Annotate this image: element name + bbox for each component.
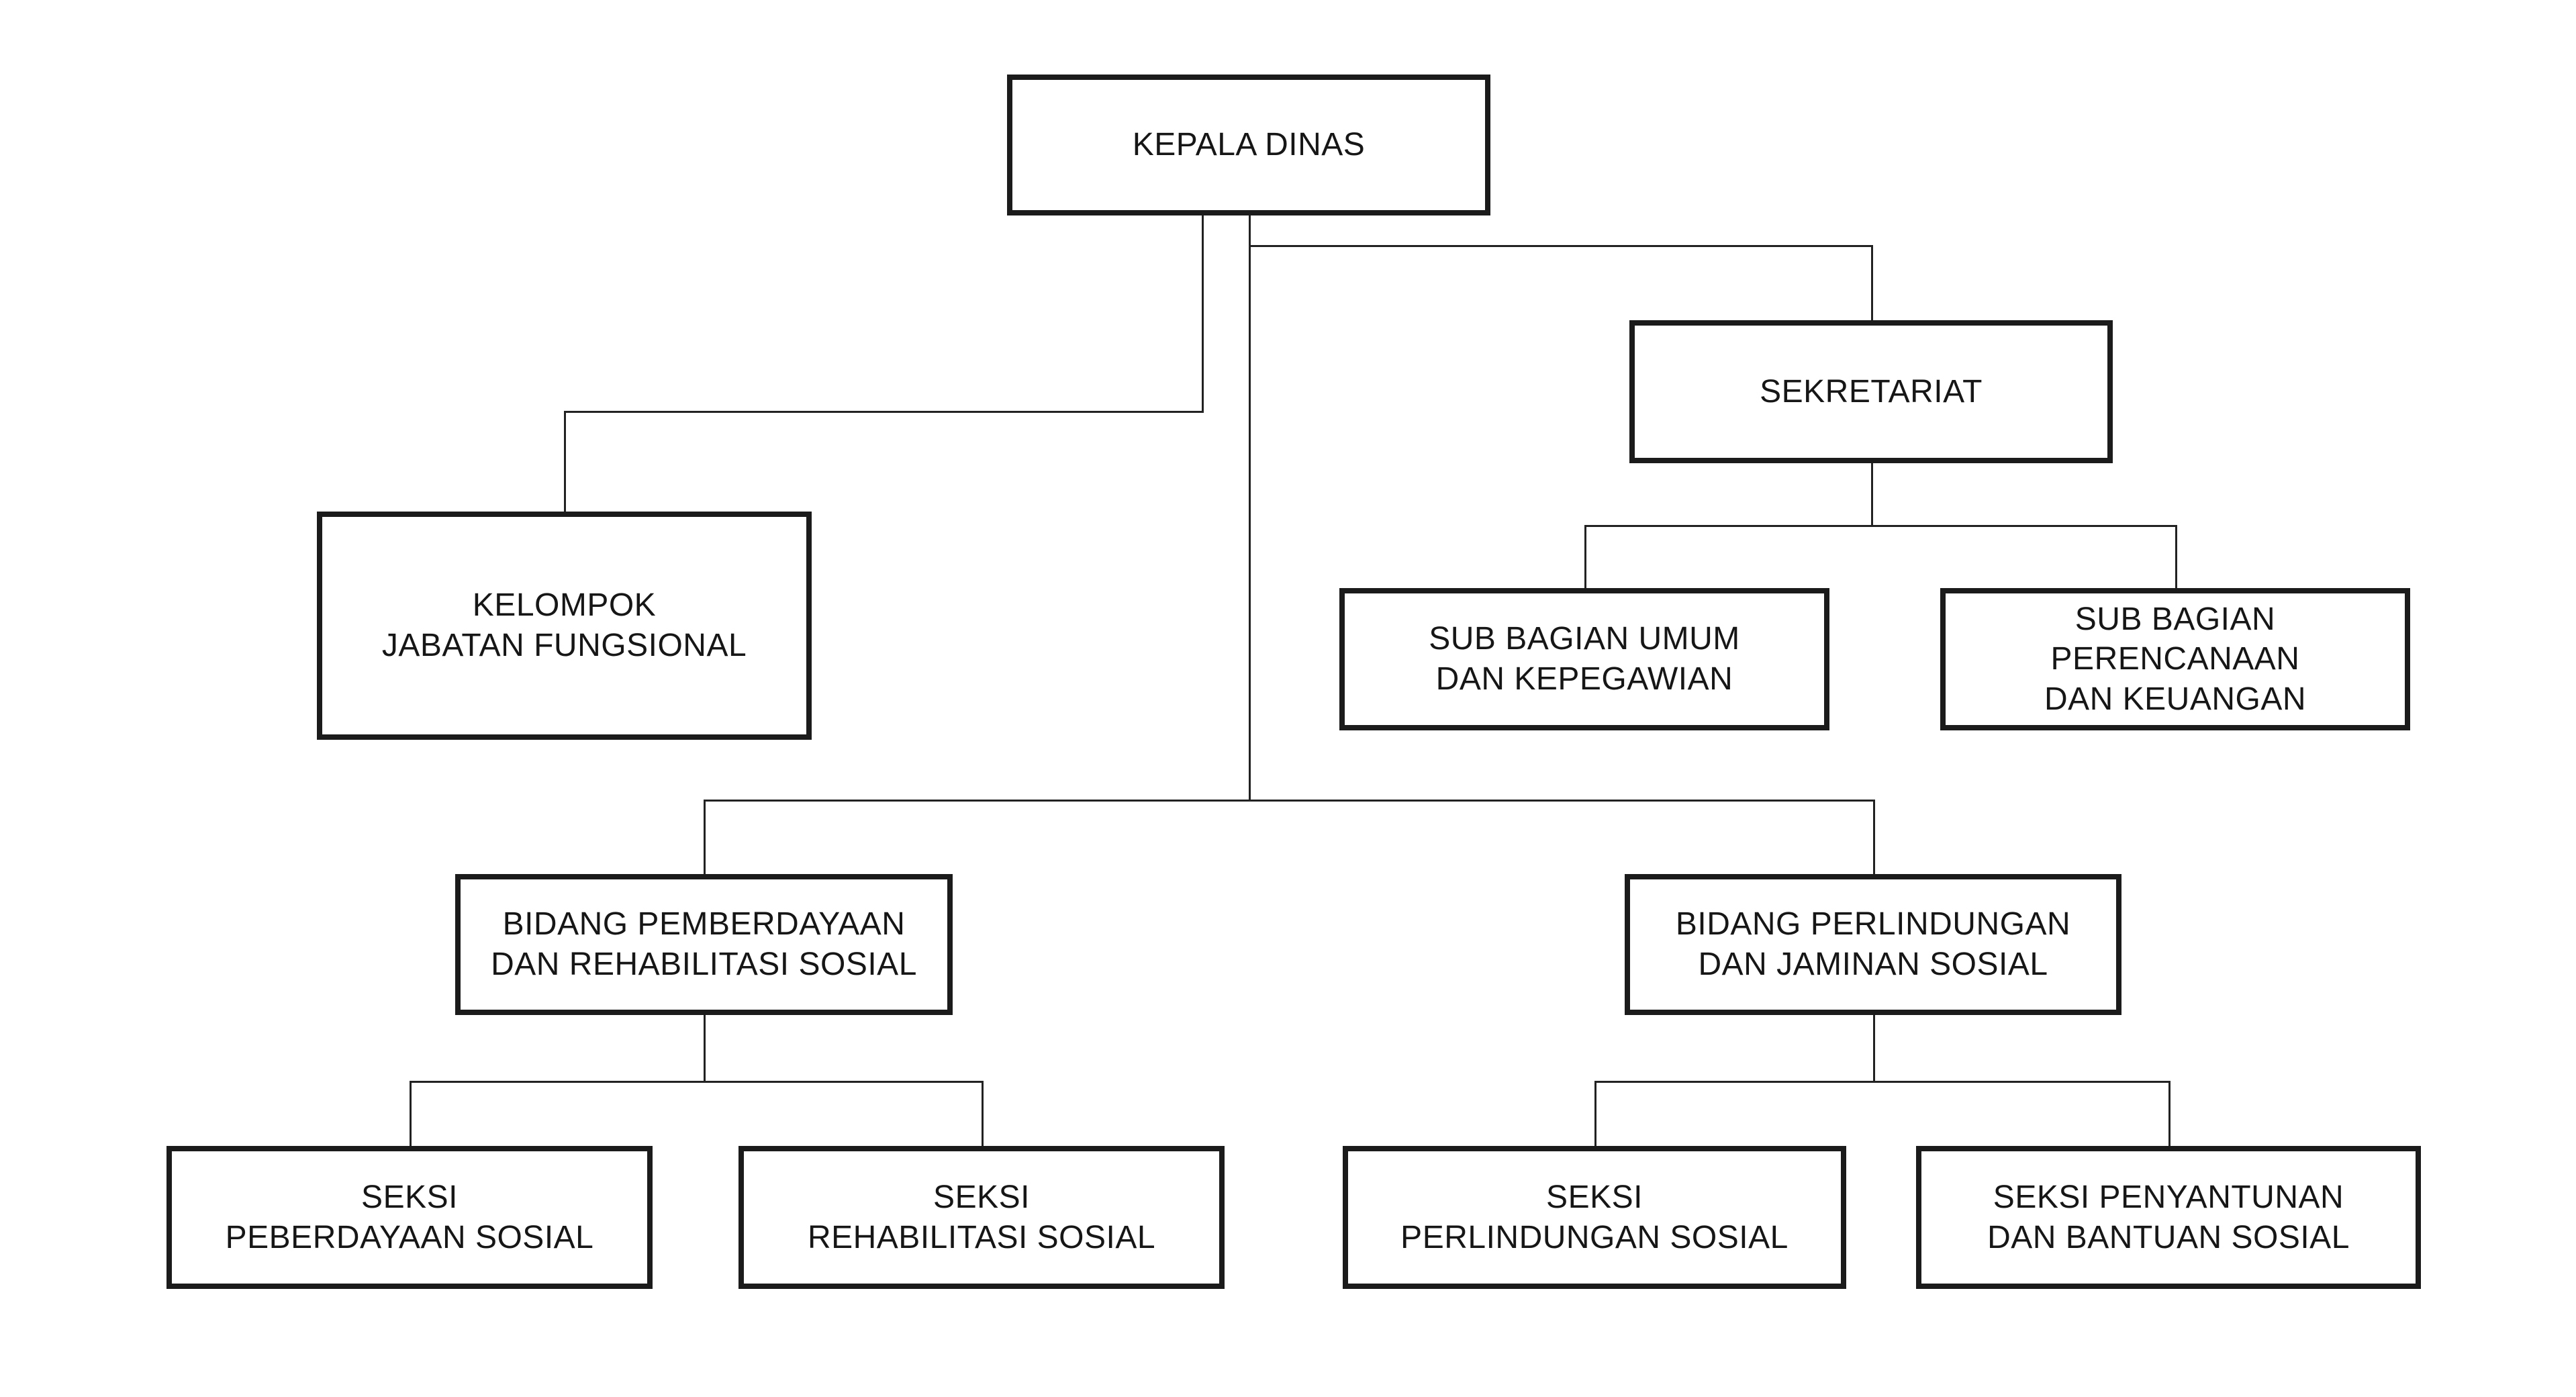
org-box-label-line: BIDANG PEMBERDAYAAN [502, 906, 906, 943]
connector-line-vertical [704, 1015, 706, 1081]
org-box-label: KEPALA DINAS [1133, 125, 1366, 165]
connector-line-vertical [1584, 525, 1586, 588]
org-box-kelompok-jabatan-fungsional: KELOMPOK JABATAN FUNGSIONAL [317, 512, 812, 740]
org-box-label-line: PERENCANAAN [2050, 641, 2300, 677]
org-box-label: SEKRETARIAT [1760, 372, 1983, 412]
org-box-label-line: SUB BAGIAN [2074, 601, 2276, 637]
org-box-label: BIDANG PEMBERDAYAAN DAN REHABILITASI SOSI… [491, 904, 917, 984]
org-box-bidang-pemberdayaan: BIDANG PEMBERDAYAAN DAN REHABILITASI SOSI… [455, 874, 953, 1015]
org-box-label-line: SEKSI PENYANTUNAN [1993, 1179, 2344, 1215]
org-box-label-line: SEKRETARIAT [1760, 373, 1983, 410]
connector-line-horizontal [1584, 525, 2177, 527]
connector-line-vertical [2168, 1081, 2170, 1146]
org-box-label-line: DAN REHABILITASI SOSIAL [491, 947, 917, 982]
connector-line-vertical [1249, 215, 1251, 801]
org-box-label: SUB BAGIAN UMUM DAN KEPEGAWIAN [1429, 619, 1740, 699]
org-box-label: SEKSI PERLINDUNGAN SOSIAL [1400, 1177, 1788, 1257]
org-box-label-line: SEKSI [361, 1179, 458, 1215]
org-box-label-line: JABATAN FUNGSIONAL [381, 628, 747, 663]
org-box-label: SEKSI PEBERDAYAAN SOSIAL [226, 1177, 594, 1257]
org-box-label-line: BIDANG PERLINDUNGAN [1675, 906, 2071, 943]
org-box-label-line: KEPALA DINAS [1132, 127, 1366, 163]
connector-line-vertical [704, 800, 706, 874]
org-box-label: SUB BAGIAN PERENCANAAN DAN KEUANGAN [2044, 599, 2306, 720]
connector-line-horizontal [1249, 245, 1873, 247]
connector-line-vertical [1202, 215, 1204, 412]
org-box-sekretariat: SEKRETARIAT [1629, 320, 2113, 463]
connector-line-horizontal [1594, 1081, 2170, 1083]
org-box-label-line: DAN JAMINAN SOSIAL [1698, 947, 2048, 982]
org-box-label: KELOMPOK JABATAN FUNGSIONAL [382, 585, 747, 665]
org-box-label: SEKSI PENYANTUNAN DAN BANTUAN SOSIAL [1987, 1177, 2350, 1257]
connector-line-horizontal [704, 800, 1875, 802]
connector-line-vertical [1873, 800, 1875, 874]
connector-line-vertical [410, 1081, 412, 1146]
org-box-label-line: SEKSI [1546, 1179, 1643, 1215]
org-box-label-line: SEKSI [933, 1179, 1030, 1215]
org-box-label-line: SUB BAGIAN UMUM [1429, 621, 1740, 657]
org-box-label-line: REHABILITASI SOSIAL [807, 1219, 1156, 1255]
org-box-label-line: KELOMPOK [472, 587, 657, 624]
org-box-kepala-dinas: KEPALA DINAS [1007, 75, 1490, 215]
org-box-seksi-penyantunan: SEKSI PENYANTUNAN DAN BANTUAN SOSIAL [1916, 1146, 2421, 1289]
connector-line-vertical [1873, 1015, 1875, 1081]
org-box-seksi-perlindungan: SEKSI PERLINDUNGAN SOSIAL [1343, 1146, 1846, 1289]
connector-line-vertical [1594, 1081, 1596, 1146]
org-box-label-line: DAN BANTUAN SOSIAL [1987, 1219, 2350, 1255]
org-box-label: SEKSI REHABILITASI SOSIAL [808, 1177, 1155, 1257]
org-box-seksi-peberdayaan: SEKSI PEBERDAYAAN SOSIAL [166, 1146, 653, 1289]
connector-line-vertical [982, 1081, 984, 1146]
connector-line-vertical [2175, 525, 2177, 588]
org-box-sub-bagian-umum: SUB BAGIAN UMUM DAN KEPEGAWIAN [1339, 588, 1829, 730]
org-box-label-line: PEBERDAYAAN SOSIAL [225, 1219, 594, 1255]
org-box-label-line: DAN KEUANGAN [2044, 681, 2307, 717]
connector-line-vertical [1871, 463, 1873, 525]
org-box-bidang-perlindungan: BIDANG PERLINDUNGAN DAN JAMINAN SOSIAL [1625, 874, 2121, 1015]
connector-line-horizontal [564, 411, 1204, 413]
connector-line-horizontal [410, 1081, 984, 1083]
org-box-label-line: PERLINDUNGAN SOSIAL [1400, 1219, 1788, 1255]
connector-line-vertical [564, 411, 566, 512]
connector-line-vertical [1871, 245, 1873, 320]
org-box-seksi-rehabilitasi: SEKSI REHABILITASI SOSIAL [738, 1146, 1225, 1289]
org-box-label: BIDANG PERLINDUNGAN DAN JAMINAN SOSIAL [1676, 904, 2070, 984]
org-box-label-line: DAN KEPEGAWIAN [1435, 661, 1733, 697]
org-box-sub-bagian-perencanaan: SUB BAGIAN PERENCANAAN DAN KEUANGAN [1940, 588, 2410, 730]
